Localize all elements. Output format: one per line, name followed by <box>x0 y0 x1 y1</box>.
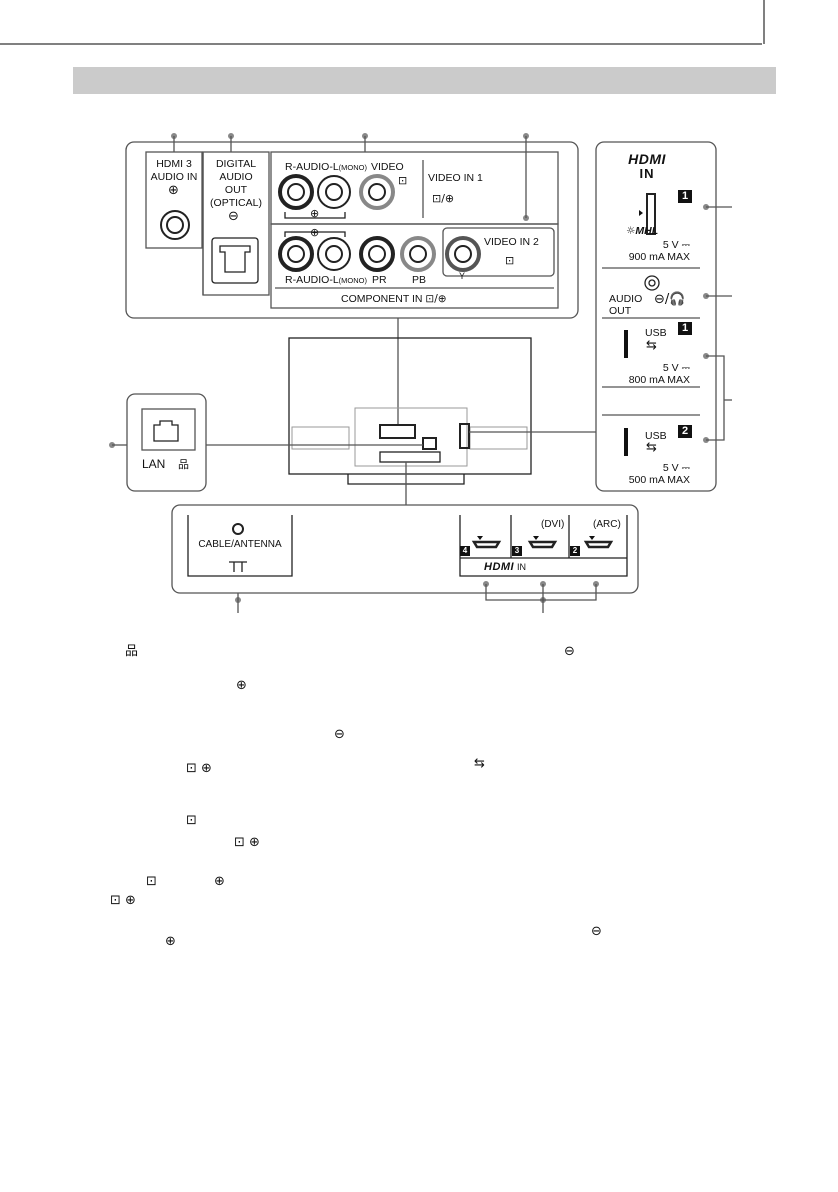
usb1-power-2: 800 mA MAX <box>628 374 690 386</box>
hdmi-logo: HDMI <box>628 151 666 167</box>
video-input-icon: ⊡ <box>146 874 157 889</box>
page-top-rule <box>0 0 765 45</box>
mhl-label: ☼MHL <box>626 225 659 237</box>
component-audio-input-icon: ⊕ <box>310 226 320 239</box>
video-in-2-label: VIDEO IN 2 <box>484 236 539 248</box>
input-arrow-icon: ⊕ <box>168 183 179 198</box>
usb2-port <box>624 428 628 456</box>
usb-icon: ⇆ <box>646 338 657 353</box>
usb-icon: ⇆ <box>646 440 657 455</box>
usb-icon: ⇆ <box>474 756 485 771</box>
usb1-port <box>624 330 628 358</box>
av-top-audio-label: R-AUDIO-L(MONO) <box>285 161 367 173</box>
video-input-icon: ⊡ ⊕ <box>186 761 212 776</box>
input-icon: ⊕ <box>214 874 225 889</box>
usb-port-1-badge: 1 <box>678 322 692 335</box>
component-pb-label: PB <box>412 274 427 286</box>
network-icon: 品 <box>125 644 139 659</box>
optical-label-2: AUDIO <box>219 171 253 183</box>
hdmi-port-2-badge: 2 <box>570 546 580 556</box>
hdmi-power-2: 900 mA MAX <box>628 251 690 263</box>
video-input-icon: ⊡ <box>186 813 197 828</box>
video-in-2-icon: ⊡ <box>505 254 515 267</box>
hdmi-port-1-badge: 1 <box>678 190 692 203</box>
output-arrow-icon: ⊖ <box>228 209 239 224</box>
hdmi-port-3-badge: 3 <box>512 546 522 556</box>
output-icon: ⊖ <box>591 924 602 939</box>
hdmi-port-4-badge: 4 <box>460 546 470 556</box>
optical-label-4: (OPTICAL) <box>210 197 262 209</box>
usb2-label: USB <box>645 430 667 442</box>
dvi-label: (DVI) <box>541 519 565 530</box>
component-input-icon: ⊡ ⊕ <box>110 893 136 908</box>
input-icon: ⊕ <box>165 934 176 949</box>
hdmi3-audio-label-1: HDMI 3 <box>156 158 192 170</box>
component-y-label: Y <box>459 271 466 281</box>
av-top-video-label: VIDEO <box>371 161 404 173</box>
arc-label: (ARC) <box>593 519 621 530</box>
output-icon: ⊖ <box>564 644 575 659</box>
audio-out-label-1: AUDIO <box>609 293 643 305</box>
video-in-1-label: VIDEO IN 1 <box>428 172 483 184</box>
video-in-1-icons: ⊡/⊕ <box>432 192 455 205</box>
usb-port-2-badge: 2 <box>678 425 692 438</box>
hdmi-in-label: IN <box>639 166 655 181</box>
component-pr-label: PR <box>372 274 387 286</box>
output-icon: ⊖ <box>334 727 345 742</box>
usb2-power-2: 500 mA MAX <box>628 474 690 486</box>
input-icon: ⊕ <box>236 678 247 693</box>
cable-antenna-label: CABLE/ANTENNA <box>198 539 282 550</box>
optical-label-1: DIGITAL <box>215 158 257 170</box>
component-audio-label: R-AUDIO-L(MONO) <box>285 274 367 286</box>
hdmi3-audio-label-2: AUDIO IN <box>150 171 198 183</box>
component-in-label: COMPONENT IN ⊡/⊕ <box>341 293 447 305</box>
component-input-icon: ⊡ ⊕ <box>234 835 260 850</box>
lan-label: LAN <box>142 457 166 471</box>
section-header-bar <box>73 67 776 94</box>
usb1-label: USB <box>645 327 667 339</box>
audio-input-icon: ⊕ <box>310 207 320 220</box>
hdmi-power-1: 5 V ⎓ <box>662 239 690 251</box>
audio-out-label-2: OUT <box>609 305 632 317</box>
video-input-icon: ⊡ <box>398 174 408 187</box>
network-icon: 品 <box>178 458 189 471</box>
headphone-output-icon: ⊖/🎧 <box>654 292 686 307</box>
optical-label-3: OUT <box>224 184 248 196</box>
usb1-power-1: 5 V ⎓ <box>662 362 690 374</box>
bottom-hdmi-in-label: HDMI IN <box>484 561 527 573</box>
usb2-power-1: 5 V ⎓ <box>662 462 690 474</box>
